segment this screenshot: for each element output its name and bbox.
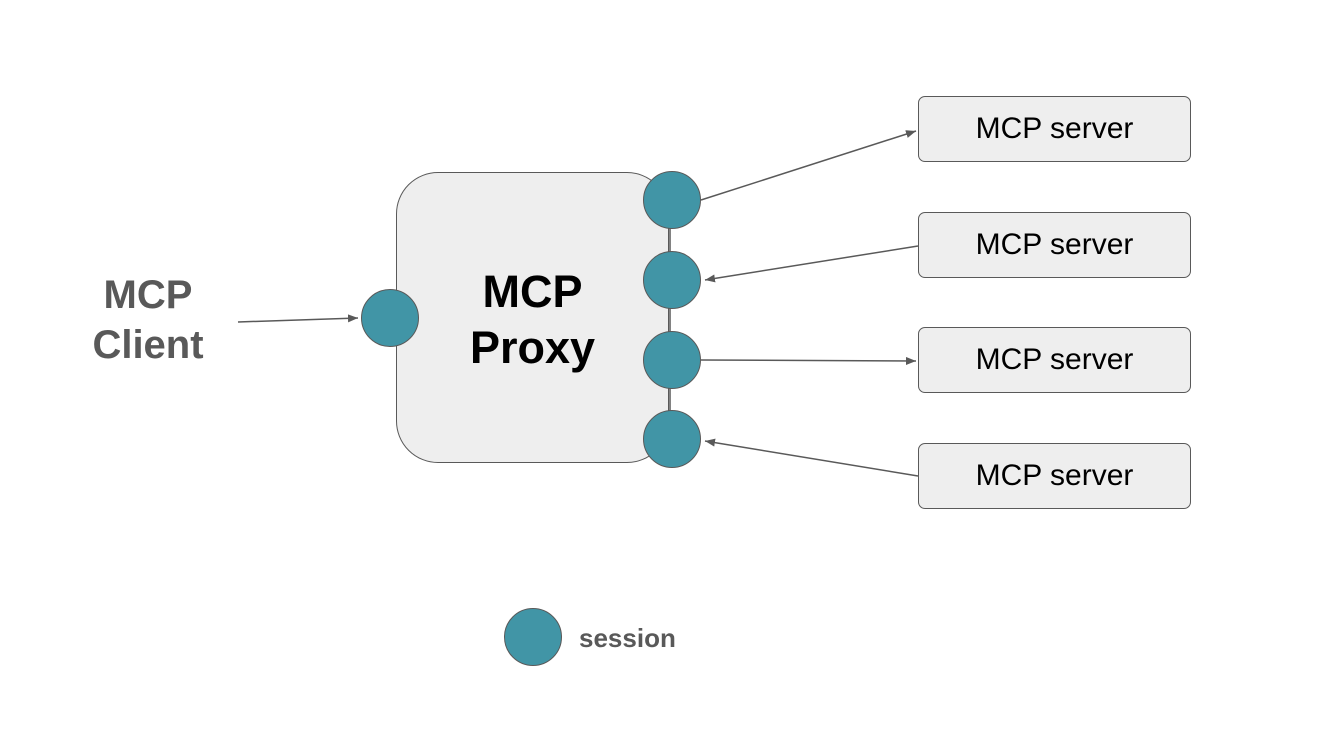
client-label-line2: Client (92, 323, 204, 367)
client-to-proxy-arrow (237, 314, 359, 323)
mcp-client-label: MCP Client (68, 270, 228, 370)
server-session-icon-3 (643, 331, 701, 389)
proxy-label-line2: Proxy (469, 322, 596, 373)
mcp-server-label-2: MCP server (975, 228, 1134, 261)
arrow-from-server-2 (704, 245, 919, 283)
arrow-to-server-3 (700, 356, 917, 365)
arrow-from-server-4 (704, 438, 919, 477)
server-session-icon-1 (643, 171, 701, 229)
mcp-server-box-3: MCP server (918, 327, 1191, 393)
server-session-icon-2 (643, 251, 701, 309)
mcp-server-box-2: MCP server (918, 212, 1191, 278)
proxy-label-line1: MCP (482, 266, 583, 317)
legend-label: session (579, 623, 676, 653)
mcp-server-box-4: MCP server (918, 443, 1191, 509)
mcp-proxy-label: MCP Proxy (396, 264, 669, 376)
client-label-line1: MCP (103, 273, 193, 317)
arrow-to-server-1 (700, 130, 917, 201)
client-session-icon (361, 289, 419, 347)
mcp-server-label-4: MCP server (975, 459, 1134, 492)
legend-session-icon (504, 608, 562, 666)
mcp-server-box-1: MCP server (918, 96, 1191, 162)
server-session-icon-4 (643, 410, 701, 468)
mcp-server-label-1: MCP server (975, 112, 1134, 145)
mcp-server-label-3: MCP server (975, 343, 1134, 376)
